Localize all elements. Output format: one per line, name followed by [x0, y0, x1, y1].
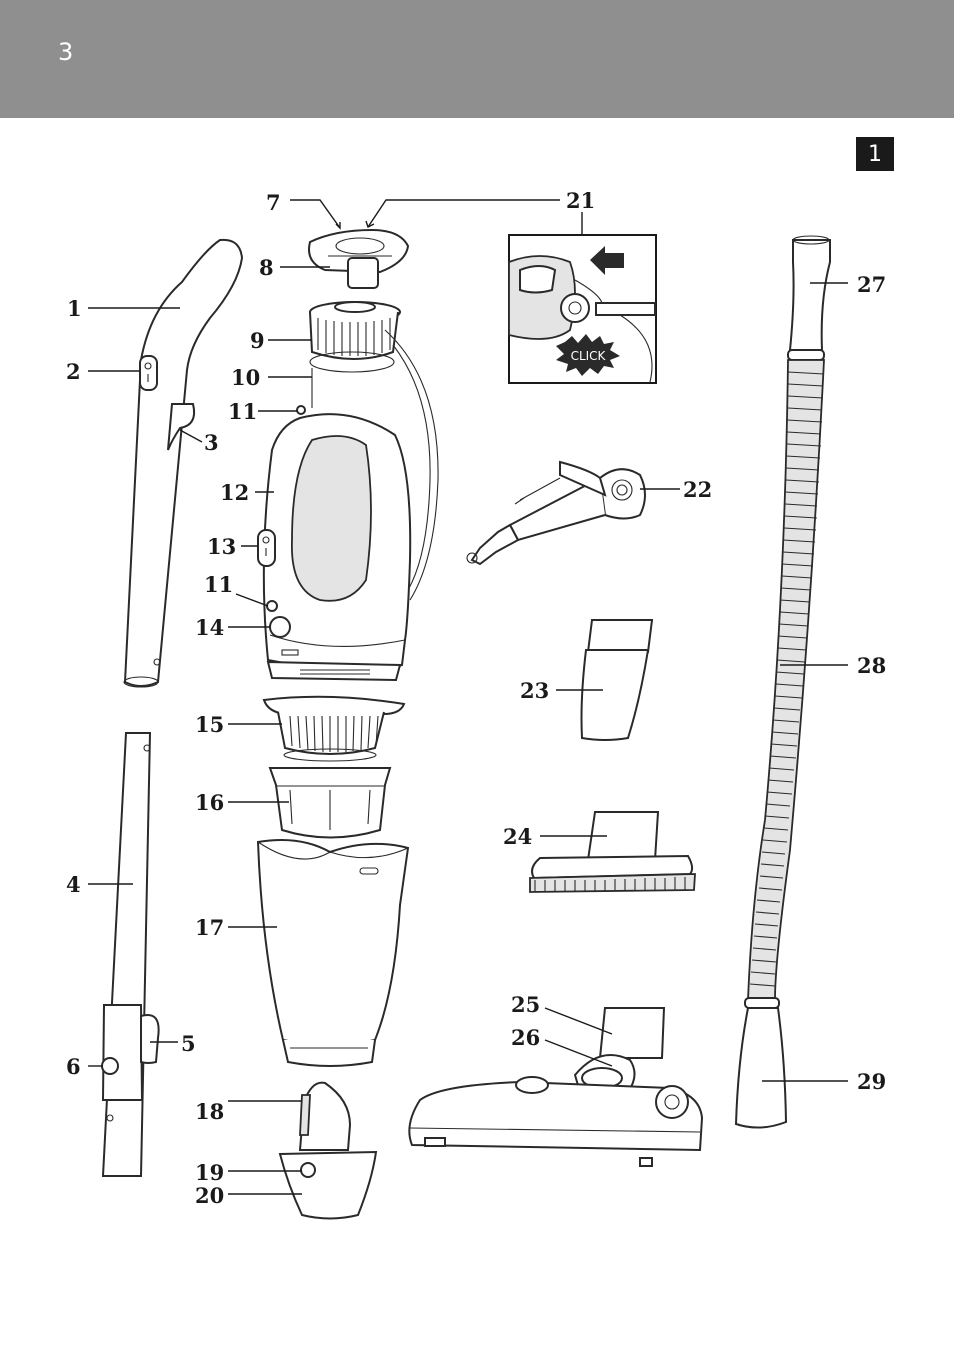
click-inset: CLICK [508, 234, 657, 384]
part-label-11-side: 11 [204, 572, 233, 597]
lower-filter-illustration [262, 695, 406, 762]
part-label-25: 25 [511, 992, 540, 1017]
part-label-24: 24 [503, 824, 532, 849]
part-label-8: 8 [259, 255, 274, 280]
part-label-15: 15 [195, 712, 224, 737]
part-label-29: 29 [857, 1069, 886, 1094]
figure-number-badge: 1 [856, 137, 894, 171]
part-label-1: 1 [67, 296, 82, 321]
brush-illustration [529, 811, 696, 893]
part-label-18: 18 [195, 1099, 224, 1124]
part-label-4: 4 [66, 872, 81, 897]
part-label-9: 9 [250, 328, 265, 353]
part-label-2: 2 [66, 359, 81, 384]
part-label-20: 20 [195, 1183, 224, 1208]
click-text: CLICK [571, 349, 607, 363]
dust-container-illustration [256, 839, 410, 1067]
part-label-16: 16 [195, 790, 224, 815]
part-label-13: 13 [207, 534, 236, 559]
part-label-5: 5 [181, 1031, 196, 1056]
part-label-17: 17 [195, 915, 224, 940]
part-label-23: 23 [520, 678, 549, 703]
part-label-27: 27 [857, 272, 886, 297]
handle-illustration [123, 238, 244, 688]
part-label-6: 6 [66, 1054, 81, 1079]
part-label-22: 22 [683, 477, 712, 502]
floor-nozzle-illustration [408, 1007, 704, 1167]
part-label-3: 3 [204, 430, 219, 455]
part-label-26: 26 [511, 1025, 540, 1050]
part-labels: 1 2 3 4 5 6 7 8 9 10 11 12 13 11 14 15 1… [66, 188, 886, 1208]
part-label-19: 19 [195, 1160, 224, 1185]
part-label-12: 12 [220, 480, 249, 505]
crevice-tool-illustration [580, 619, 654, 741]
page-header: 3 [0, 0, 954, 118]
page-number: 3 [58, 38, 74, 66]
part-label-28: 28 [857, 653, 886, 678]
filter-holder-illustration [268, 767, 392, 839]
part-label-14: 14 [195, 615, 224, 640]
part-label-21: 21 [566, 188, 595, 213]
part-label-7: 7 [266, 190, 281, 215]
hand-unit-illustration [257, 329, 439, 682]
top-filter-illustration [309, 301, 401, 373]
hose-illustration [734, 235, 831, 1129]
part-label-11-top: 11 [228, 399, 257, 424]
small-nozzle-illustration [278, 1081, 378, 1220]
shoulder-strap-illustration [466, 460, 646, 566]
tube-illustration [101, 732, 160, 1177]
filter-lid-illustration [308, 228, 410, 289]
leader-lines [88, 199, 848, 1195]
part-label-10: 10 [231, 365, 260, 390]
